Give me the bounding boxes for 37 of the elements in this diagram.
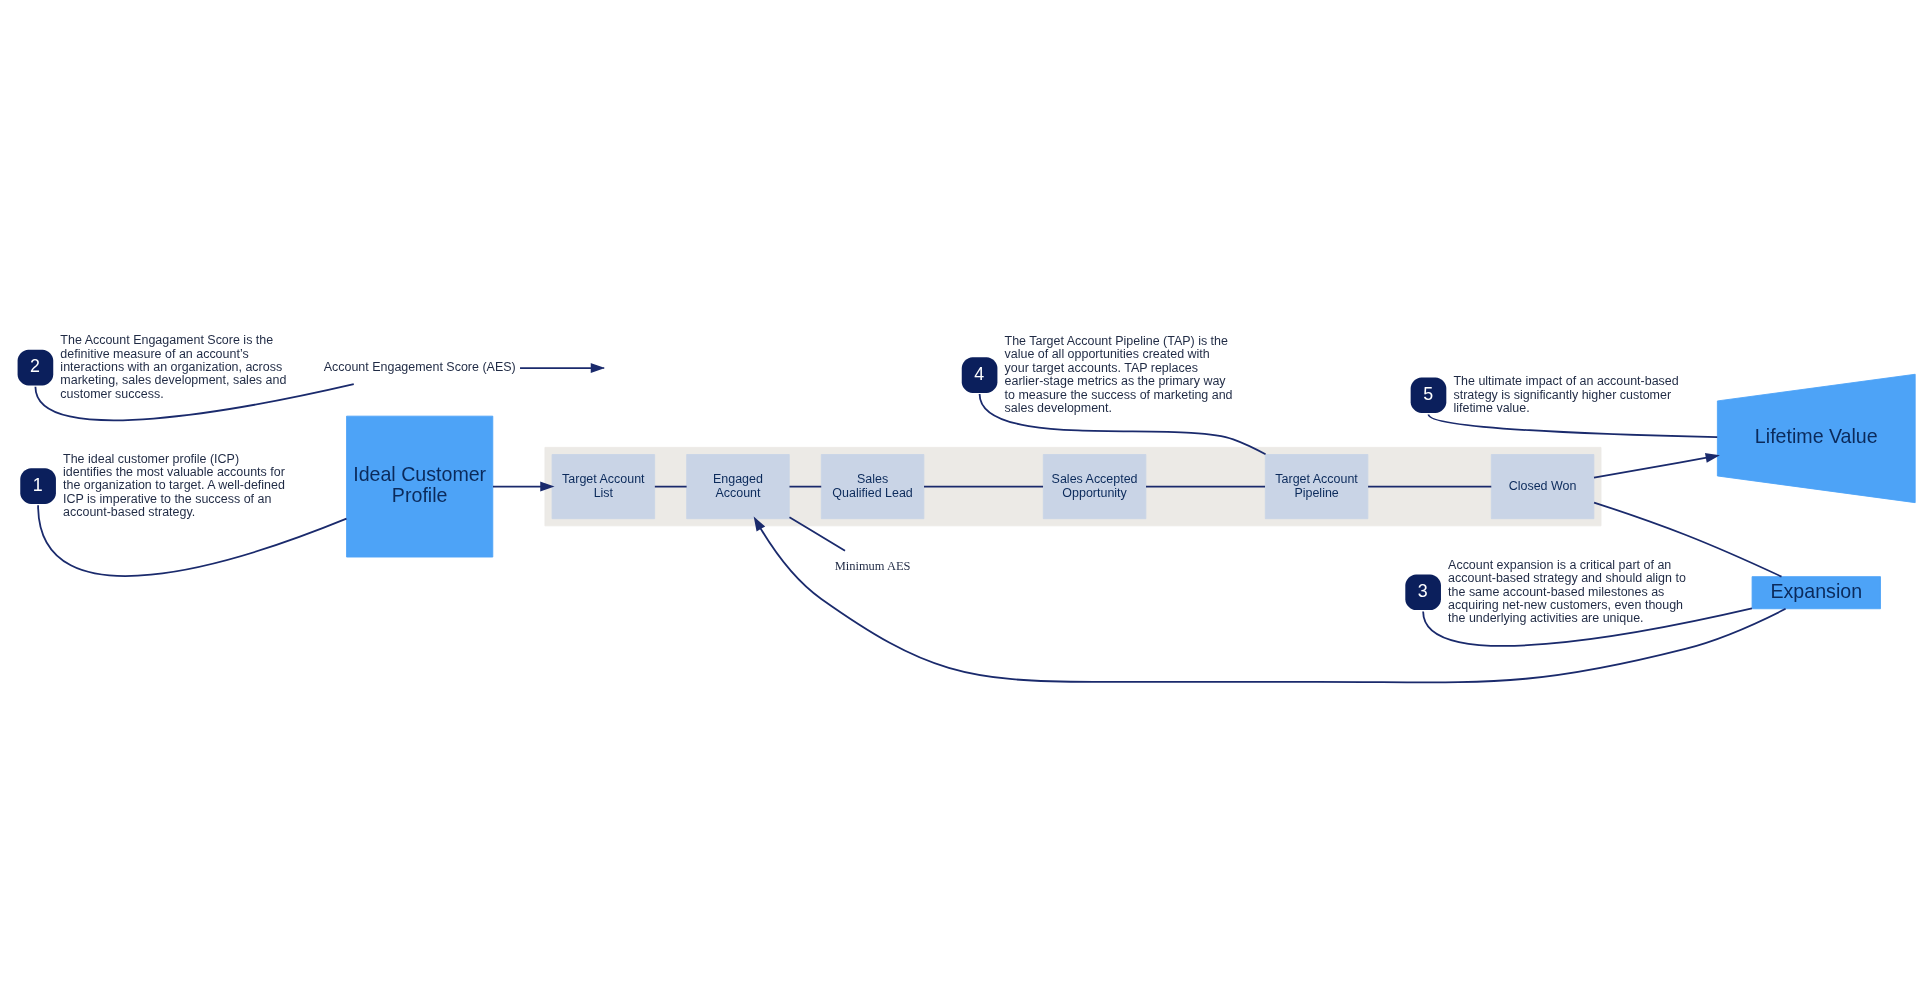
node-box: 3 (1405, 573, 1441, 610)
node-box: Sales Qualified Lead (820, 453, 925, 519)
connector (1422, 607, 1753, 647)
connector (653, 485, 688, 487)
connector (1367, 485, 1493, 487)
node-box: 2 (17, 349, 54, 385)
node-label: Account expansion is a critical part of an account-based strategy and should align to the same account-based milestones as acquiring net-new customers, even though the underlying activities are unique. (1448, 557, 1686, 625)
connector (1427, 413, 1719, 438)
arrow (1593, 452, 1720, 479)
node-text: Account Engagement Score (AES) (323, 359, 516, 374)
node-box: 5 (1410, 376, 1447, 413)
node-box: Ideal Customer Profile (346, 415, 494, 557)
connector (37, 503, 348, 577)
connector (1145, 485, 1266, 487)
node-box: Closed Won (1490, 453, 1595, 519)
connector (788, 485, 823, 487)
node-label: The ultimate impact of an account-based strategy is significantly higher customer lifetime value. (1453, 373, 1679, 415)
node-label: The Account Engagament Score is the definitive measure of an account’s interactions with an organization, across marketing, sales development, sales and customer success. (60, 332, 287, 401)
cluster (544, 446, 1602, 526)
node-box: Engaged Account (686, 453, 790, 519)
connector (923, 485, 1044, 487)
node-box: 4 (961, 356, 998, 393)
connector (34, 382, 355, 421)
connector (978, 392, 1267, 455)
node-box: Expansion (1751, 575, 1881, 609)
node-box: Lifetime Value (1716, 373, 1916, 503)
node-box: Sales Accepted Opportunity (1042, 453, 1147, 519)
arrow (492, 481, 555, 492)
node-label: The Target Account Pipeline (TAP) is the value of all opportunities created with your target accounts. TAP replaces earlier-stage metrics as the primary way to measure the success of marketing and sales development. (1004, 333, 1233, 415)
node-label: The ideal customer profile (ICP) identifies the most valuable accounts for the organization to target. A well-defined ICP is imperative to the success of an account-based strategy. (63, 451, 285, 519)
connector (788, 515, 846, 552)
connector (1593, 501, 1783, 577)
arrow (753, 516, 1787, 683)
node-box: Target Account Pipeline (1264, 453, 1369, 519)
node-box: Target Account List (551, 453, 656, 519)
node-box: 1 (20, 467, 56, 504)
node-text: Minimum AES (834, 558, 911, 573)
